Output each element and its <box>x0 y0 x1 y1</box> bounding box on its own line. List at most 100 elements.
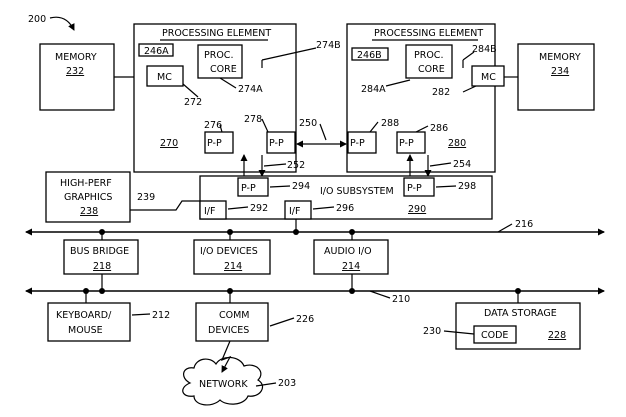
ref-298-leader <box>435 185 457 188</box>
ref-254: 254 <box>453 159 471 170</box>
ref-212-leader <box>131 313 151 316</box>
io-devices-label: I/O DEVICES <box>200 246 258 257</box>
code-label: CODE <box>481 330 508 341</box>
audio-io-box <box>313 239 389 275</box>
ref-274a: 274A <box>238 84 263 95</box>
ref-274a-leader <box>219 77 237 89</box>
ref-296-leader <box>312 206 335 210</box>
ref-226: 226 <box>296 314 314 325</box>
ref-212: 212 <box>152 310 170 321</box>
ref-278: 278 <box>244 114 262 125</box>
ref-276: 276 <box>204 120 222 131</box>
pp-294-box <box>237 177 269 197</box>
keyboard-line2: MOUSE <box>68 325 103 336</box>
ref-288: 288 <box>381 118 399 129</box>
ref-272: 272 <box>184 97 202 108</box>
ref-286-leader <box>415 125 429 133</box>
pp-294-label: P-P <box>241 183 256 194</box>
if-292-box <box>199 200 227 220</box>
pp-286-box <box>396 131 426 154</box>
ref-274b: 274B <box>316 40 341 51</box>
ref-226-leader <box>269 317 295 327</box>
keyboard-mouse-box <box>47 302 131 342</box>
ref-294-leader <box>269 185 291 188</box>
pp-278-box <box>266 131 296 154</box>
bus-bridge-box <box>63 239 139 275</box>
cache-246b-box <box>351 47 389 61</box>
ref-239: 239 <box>137 192 155 203</box>
ref-210: 210 <box>392 294 410 305</box>
ref-288-leader <box>369 121 379 133</box>
pp-288-label: P-P <box>350 138 365 149</box>
ref-298: 298 <box>458 181 476 192</box>
bus-bridge-ref: 218 <box>93 261 111 272</box>
memory-234-box <box>517 43 595 111</box>
ref-294: 294 <box>292 181 310 192</box>
io-subsystem-ref: 290 <box>408 204 426 215</box>
proc-core-284a-box <box>405 44 453 79</box>
pp-276-box <box>204 131 234 154</box>
keyboard-line1: KEYBOARD/ <box>56 310 112 321</box>
cache-246a-box <box>138 43 174 57</box>
cache-246b-label: 246B <box>357 50 382 61</box>
comm-line2: DEVICES <box>208 325 249 336</box>
io-devices-ref: 214 <box>224 261 242 272</box>
pe-270-ref: 270 <box>160 138 178 149</box>
pp-276-label: P-P <box>207 138 222 149</box>
ref-210-leader <box>369 290 391 299</box>
ref-284b-leader <box>462 51 475 61</box>
proc-core-274a-line2: CORE <box>210 64 237 75</box>
ref-250: 250 <box>299 118 317 129</box>
bus-210-node-audio <box>349 288 355 294</box>
mc-272-box <box>146 65 184 87</box>
code-box <box>473 325 517 344</box>
network-label: NETWORK <box>199 379 248 390</box>
pp-298-label: P-P <box>407 183 422 194</box>
graphics-238-box <box>45 171 131 223</box>
memory-232-ref: 232 <box>66 66 84 77</box>
audio-io-label: AUDIO I/O <box>324 246 372 257</box>
pp-288-box <box>347 131 377 154</box>
figure-pointer-arrow <box>49 16 75 31</box>
bus-bridge-label: BUS BRIDGE <box>70 246 129 257</box>
ref-286: 286 <box>430 123 448 134</box>
graphics-link-239 <box>130 200 200 211</box>
pp-278-label: P-P <box>269 138 284 149</box>
comm-line1: COMM <box>219 310 250 321</box>
network-cloud <box>182 356 263 406</box>
ref-292-leader <box>227 206 249 210</box>
pp-298-box <box>403 177 435 197</box>
io-subsystem-label: I/O SUBSYSTEM <box>320 186 394 197</box>
ref-284a: 284A <box>361 84 386 95</box>
ref-203: 203 <box>278 378 296 389</box>
graphics-line2: GRAPHICS <box>64 192 112 203</box>
figure-number: 200 <box>28 14 46 25</box>
ref-274b-leader <box>261 47 317 61</box>
mc-272-label: MC <box>157 72 172 83</box>
pe-280-title: PROCESSING ELEMENT <box>374 28 483 39</box>
ref-203-leader <box>255 382 277 387</box>
ref-284a-leader <box>385 79 411 87</box>
ref-272-leader <box>182 83 199 98</box>
comm-to-network-link <box>220 340 232 373</box>
graphics-ref: 238 <box>80 206 98 217</box>
memory-232-label: MEMORY <box>55 52 97 63</box>
ref-284b: 284B <box>472 44 497 55</box>
cache-246a-label: 246A <box>144 46 169 57</box>
ref-216-leader <box>497 223 513 233</box>
ref-250-leader <box>319 123 327 141</box>
if-292-label: I/F <box>204 206 215 217</box>
graphics-line1: HIGH-PERF <box>60 178 112 189</box>
bus-210-node-bridge <box>99 288 105 294</box>
memory-234-label: MEMORY <box>539 52 581 63</box>
ref-252: 252 <box>287 160 305 171</box>
mc-282-box <box>471 65 505 87</box>
proc-core-274a-line1: PROC. <box>204 50 233 61</box>
comm-devices-box <box>195 302 269 342</box>
mc-282-label: MC <box>481 72 496 83</box>
ref-278-leader <box>261 118 269 133</box>
ref-252-leader <box>263 163 287 167</box>
if-296-box <box>284 200 312 220</box>
ref-230: 230 <box>423 326 441 337</box>
